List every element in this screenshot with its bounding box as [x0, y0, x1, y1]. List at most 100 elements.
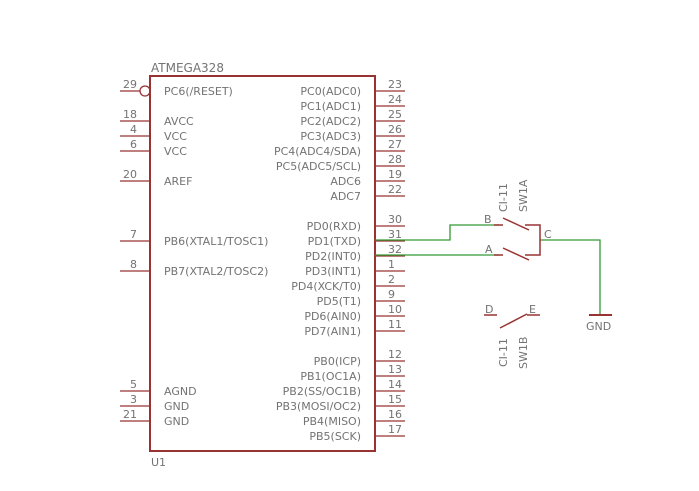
chip-right-pins: 23PC0(ADC0)24PC1(ADC1)25PC2(ADC2)26PC3(A…: [274, 78, 405, 443]
atmega328-chip[interactable]: ATMEGA328 U1 29PC6(/RESET)18AVCC4VCC6VCC…: [120, 61, 405, 469]
pin-label: PD2(INT0): [305, 250, 361, 263]
pin-label: PD3(INT1): [305, 265, 361, 278]
pin-number: 2: [388, 273, 395, 286]
pin-number: 25: [388, 108, 402, 121]
gnd-label: GND: [586, 320, 611, 333]
pin-label: AREF: [164, 175, 192, 188]
pin-number: 10: [388, 303, 402, 316]
pin-label: PB5(SCK): [309, 430, 361, 443]
pin-number: 7: [130, 228, 137, 241]
pin-number: 24: [388, 93, 402, 106]
pin-label: PB0(ICP): [314, 355, 361, 368]
pin-number: 16: [388, 408, 402, 421]
pin-number: 26: [388, 123, 402, 136]
pin-label: PB4(MISO): [303, 415, 361, 428]
pin-label: PD1(TXD): [308, 235, 361, 248]
sw1a-pin-a-label: A: [485, 243, 493, 256]
chip-ref-label: U1: [151, 456, 166, 469]
pin-label: PB1(OC1A): [300, 370, 361, 383]
switch-sw1b[interactable]: D E CI-11 SW1B: [484, 303, 540, 369]
pin-number: 11: [388, 318, 402, 331]
pin-inversion-bubble: [139, 85, 151, 97]
pin-label: ADC7: [330, 190, 361, 203]
pin-number: 31: [388, 228, 402, 241]
pin-number: 23: [388, 78, 402, 91]
switch-sw1a[interactable]: CI-11 SW1A B A C: [484, 179, 552, 261]
ground-symbol[interactable]: GND: [586, 314, 612, 333]
sw1b-lever: [499, 313, 528, 329]
pin-number: 14: [388, 378, 402, 391]
chip-body: [149, 75, 376, 452]
pin-label: PB7(XTAL2/TOSC2): [164, 265, 268, 278]
pin-number: 19: [388, 168, 402, 181]
sw1b-pin-e-label: E: [529, 303, 536, 316]
pin-number: 5: [130, 378, 137, 391]
pin-label: AVCC: [164, 115, 194, 128]
pin-number: 27: [388, 138, 402, 151]
sw1a-pin-c-label: C: [544, 228, 552, 241]
sw1b-pin-d-label: D: [485, 303, 493, 316]
sw1a-lever-top: [502, 217, 530, 231]
pin-number: 28: [388, 153, 402, 166]
pin-label: PC3(ADC3): [300, 130, 361, 143]
pin-number: 30: [388, 213, 402, 226]
pin-label: PC5(ADC5/SCL): [276, 160, 361, 173]
sw1a-ref-label: SW1A: [517, 179, 530, 212]
pin-label: PC4(ADC4/SDA): [274, 145, 361, 158]
pin-label: PD0(RXD): [307, 220, 361, 233]
pin-label: VCC: [164, 130, 187, 143]
pin-number: 13: [388, 363, 402, 376]
pin-number: 12: [388, 348, 402, 361]
pin-label: PD4(XCK/T0): [291, 280, 361, 293]
sw1b-ref-label: SW1B: [517, 337, 530, 369]
net-wires: [375, 224, 601, 315]
pin-label: GND: [164, 415, 189, 428]
wire-sw1a-c-to-gnd[interactable]: [540, 239, 601, 315]
pin-number: 9: [388, 288, 395, 301]
pin-number: 15: [388, 393, 402, 406]
sw1a-type-label: CI-11: [497, 183, 510, 212]
sw1a-common-bar: [525, 224, 541, 256]
pin-label: PC1(ADC1): [300, 100, 361, 113]
pin-number: 20: [123, 168, 137, 181]
pin-number: 29: [123, 78, 137, 91]
pin-number: 17: [388, 423, 402, 436]
pin-number: 18: [123, 108, 137, 121]
pin-number: 32: [388, 243, 402, 256]
wire-pd1-to-sw1a-b[interactable]: [375, 224, 499, 241]
sw1a-lever-bottom: [502, 247, 530, 261]
